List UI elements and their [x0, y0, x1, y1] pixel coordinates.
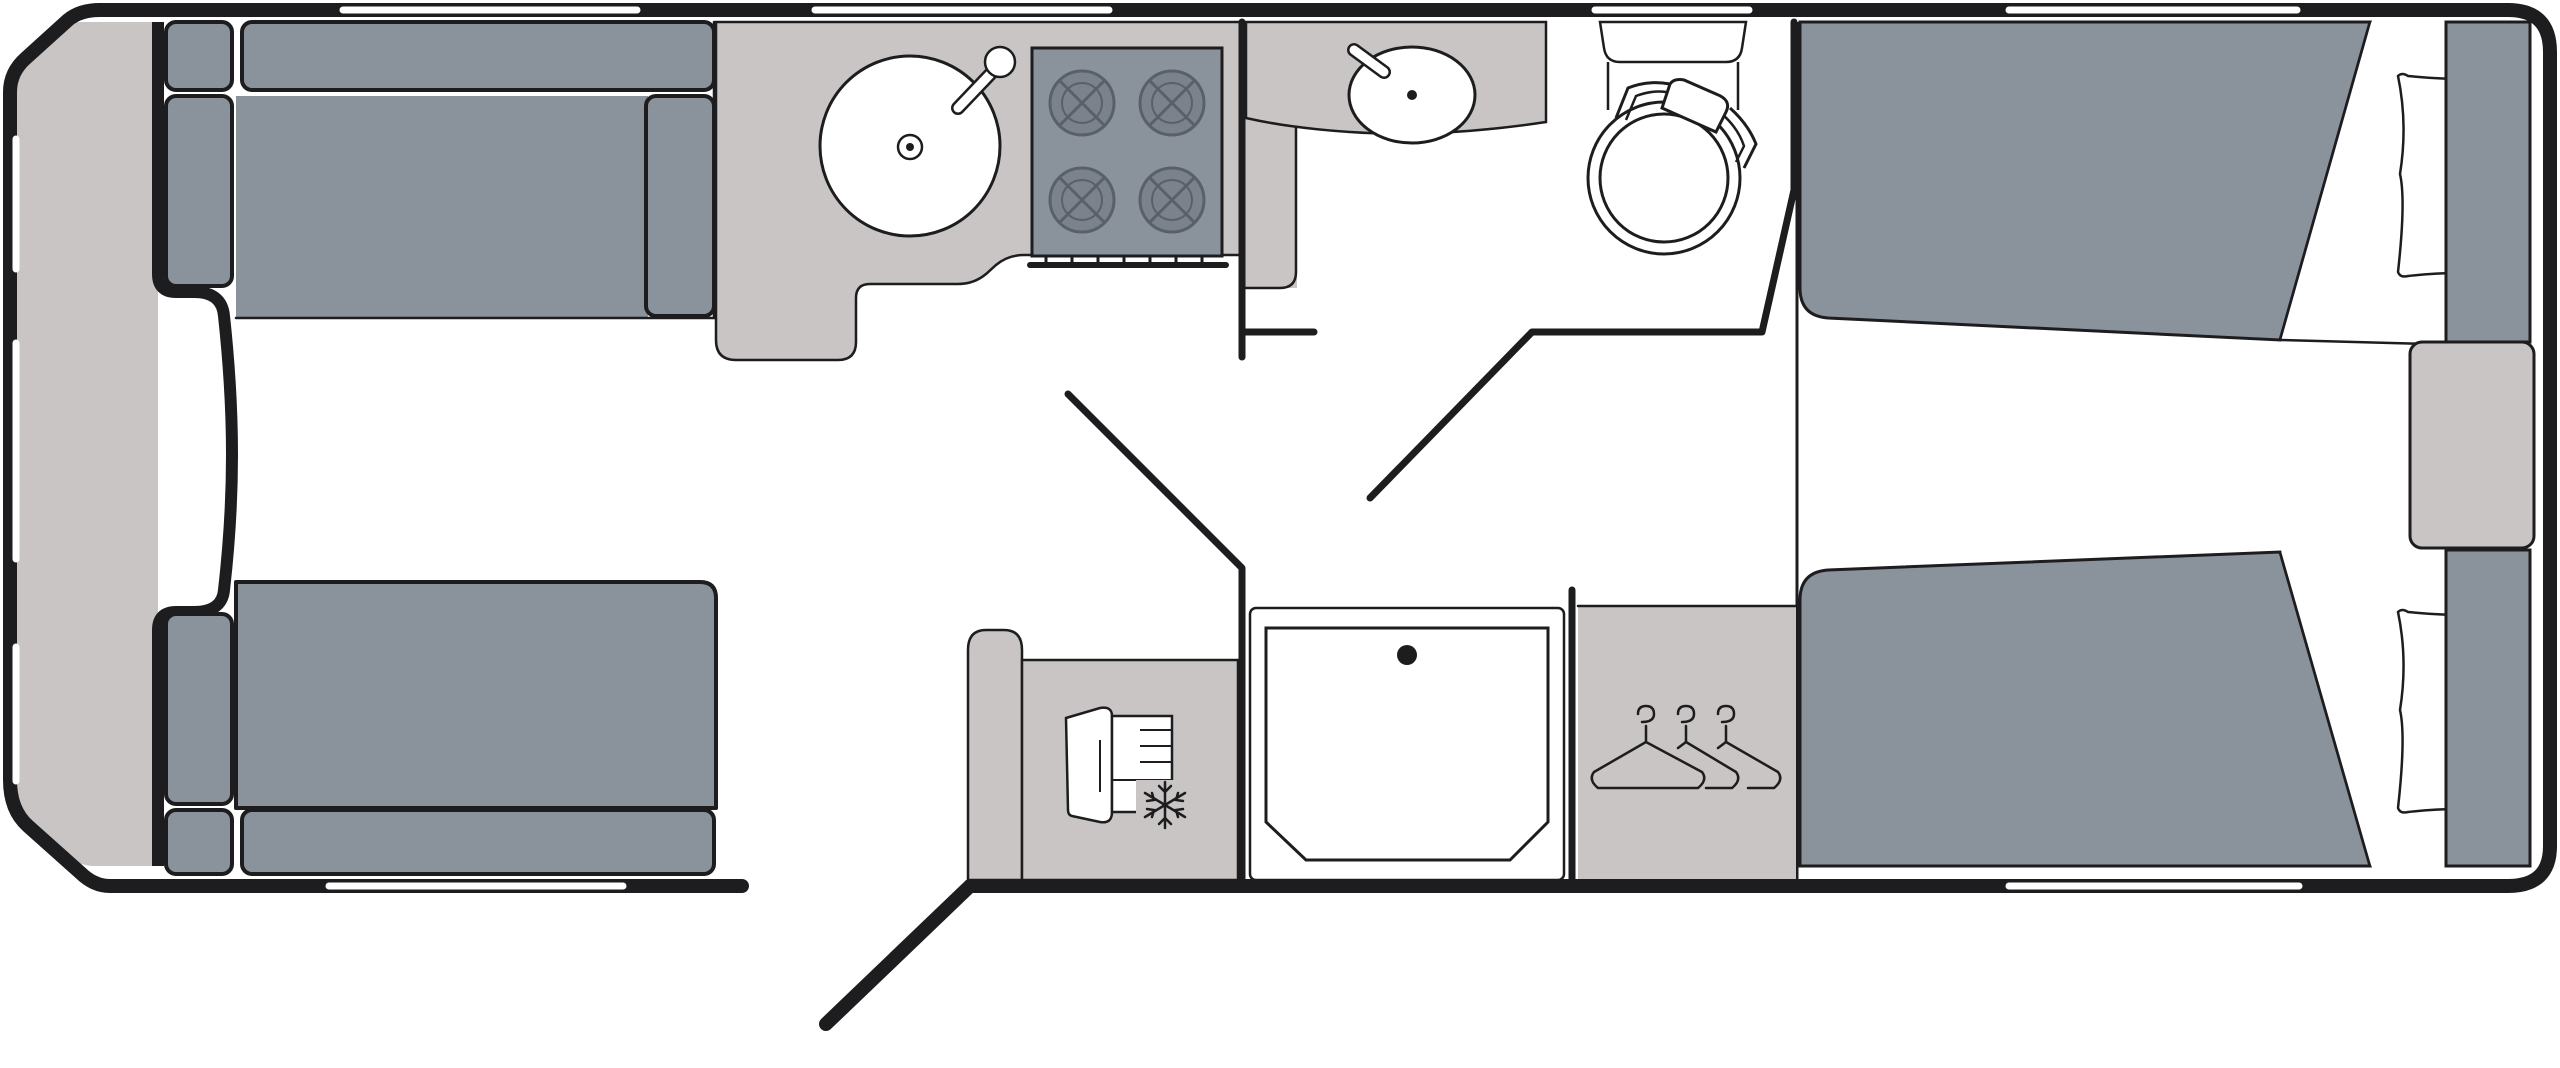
window-icon [339, 6, 641, 14]
washroom-door-wall [1366, 18, 1798, 502]
window-icon [12, 339, 20, 563]
hob-burner [1138, 166, 1206, 234]
wardrobe [1570, 604, 1798, 880]
shower-tray-icon [1248, 606, 1566, 882]
kitchen-sink [818, 45, 1017, 238]
toilet-icon [1586, 20, 1758, 256]
window-icon [1591, 6, 1753, 14]
coat-hanger-icon [1590, 704, 1706, 790]
bedside-unit [2408, 20, 2536, 868]
lounge-sofa-upper [164, 20, 716, 320]
washroom-vanity [1244, 20, 1548, 145]
window-icon [12, 135, 20, 273]
snowflake-icon [1136, 780, 1194, 830]
hob-burner [1138, 69, 1206, 137]
hob-burner [1048, 69, 1116, 137]
tap-icon [951, 45, 1017, 115]
window-icon [2005, 6, 2301, 14]
lounge-sofa-lower [164, 580, 718, 876]
twin-bed-upper [1798, 20, 2522, 346]
fridge-unit [966, 628, 1240, 882]
windows [12, 6, 2303, 890]
fridge-icon [1064, 706, 1174, 824]
window-icon [811, 6, 1113, 14]
coat-hanger-icon [1716, 704, 1782, 790]
coat-hanger-icon [1676, 704, 1740, 790]
outer-shell [3, 3, 2557, 1031]
hob-burner [1048, 166, 1116, 234]
hob-icon [1027, 46, 1229, 268]
internal-walls [1064, 18, 1799, 884]
shower-room-wall [1064, 390, 1246, 884]
window-icon [325, 882, 627, 890]
window-icon [2005, 882, 2303, 890]
twin-bed-lower [1798, 550, 2522, 868]
window-icon [12, 643, 20, 785]
